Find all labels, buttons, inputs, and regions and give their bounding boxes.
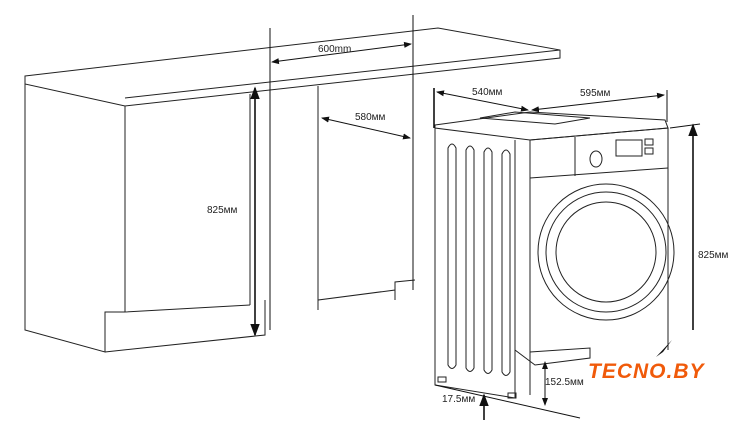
tecno-by-logo: TECNO.BY bbox=[588, 340, 706, 383]
kitchen-cabinet bbox=[24, 27, 561, 353]
machine-height-label: 825мм bbox=[698, 250, 729, 261]
machine-depth-label: 540мм bbox=[472, 87, 503, 98]
niche-height-label: 825мм bbox=[207, 205, 238, 216]
logo-text: TECNO.BY bbox=[588, 360, 706, 383]
bottom-clearance-label: 152.5мм bbox=[545, 377, 584, 388]
washing-machine bbox=[434, 111, 675, 399]
dimension-lines bbox=[250, 15, 701, 420]
machine-width-label: 595мм bbox=[580, 88, 611, 99]
logo-bolt-icon bbox=[656, 340, 672, 357]
niche-depth-label: 580мм bbox=[355, 112, 386, 123]
foot-height-label: 17.5мм bbox=[442, 394, 475, 405]
niche-width-label: 600mm bbox=[318, 44, 351, 55]
